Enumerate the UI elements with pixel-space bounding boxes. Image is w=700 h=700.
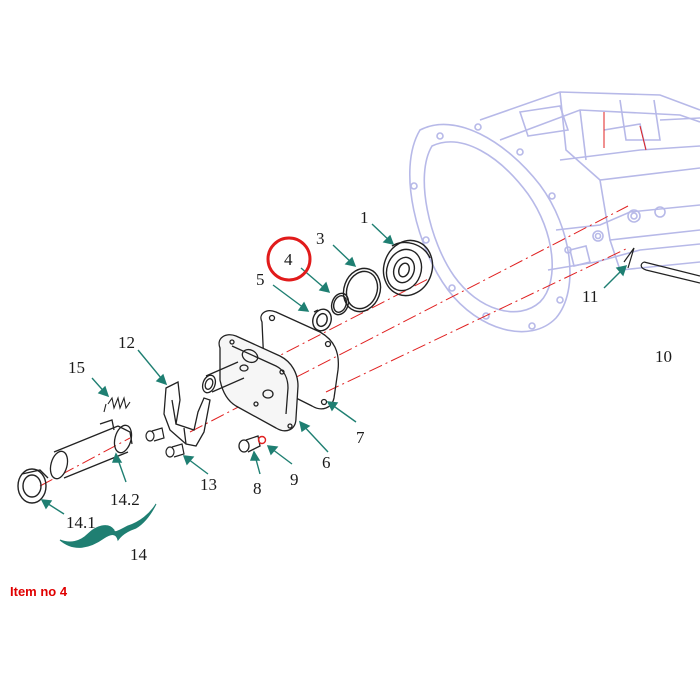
- callout-14-1: 14.1: [66, 513, 96, 532]
- part-14-1-ring: [17, 468, 49, 504]
- callout-8: 8: [253, 479, 262, 498]
- part-4-ring: [330, 292, 350, 316]
- part-11-rod: [623, 247, 700, 284]
- callout-12: 12: [118, 333, 135, 352]
- leader-lines: [40, 223, 628, 515]
- item-caption: Item no 4: [10, 584, 68, 599]
- callout-4: 4: [284, 250, 293, 269]
- callout-10: 10: [655, 347, 672, 366]
- callout-14: 14: [130, 545, 148, 564]
- callout-11: 11: [582, 287, 598, 306]
- callout-7: 7: [356, 428, 365, 447]
- part-15-spring: [103, 396, 131, 413]
- highlight-circle: [266, 236, 312, 282]
- callout-3: 3: [316, 229, 325, 248]
- callout-5: 5: [256, 270, 265, 289]
- part-8-bolt: [238, 435, 261, 453]
- callout-13: 13: [200, 475, 217, 494]
- callout-14-2: 14.2: [110, 490, 140, 509]
- brace-14: [59, 503, 157, 548]
- part-14-2-cylinder: [49, 419, 133, 480]
- part-5-seal: [312, 308, 332, 332]
- part-9-washer: [257, 435, 267, 445]
- gearbox-housing: [409, 91, 700, 333]
- part-13-bolts: [145, 427, 185, 458]
- part-1-bearing: [382, 239, 434, 297]
- part-6-cover: [201, 334, 299, 432]
- part-12-shift-fork: [163, 381, 211, 447]
- callout-15: 15: [68, 358, 85, 377]
- part-3-circlip: [342, 267, 382, 313]
- callout-9: 9: [290, 470, 299, 489]
- callout-1: 1: [360, 208, 369, 227]
- callout-6: 6: [322, 453, 331, 472]
